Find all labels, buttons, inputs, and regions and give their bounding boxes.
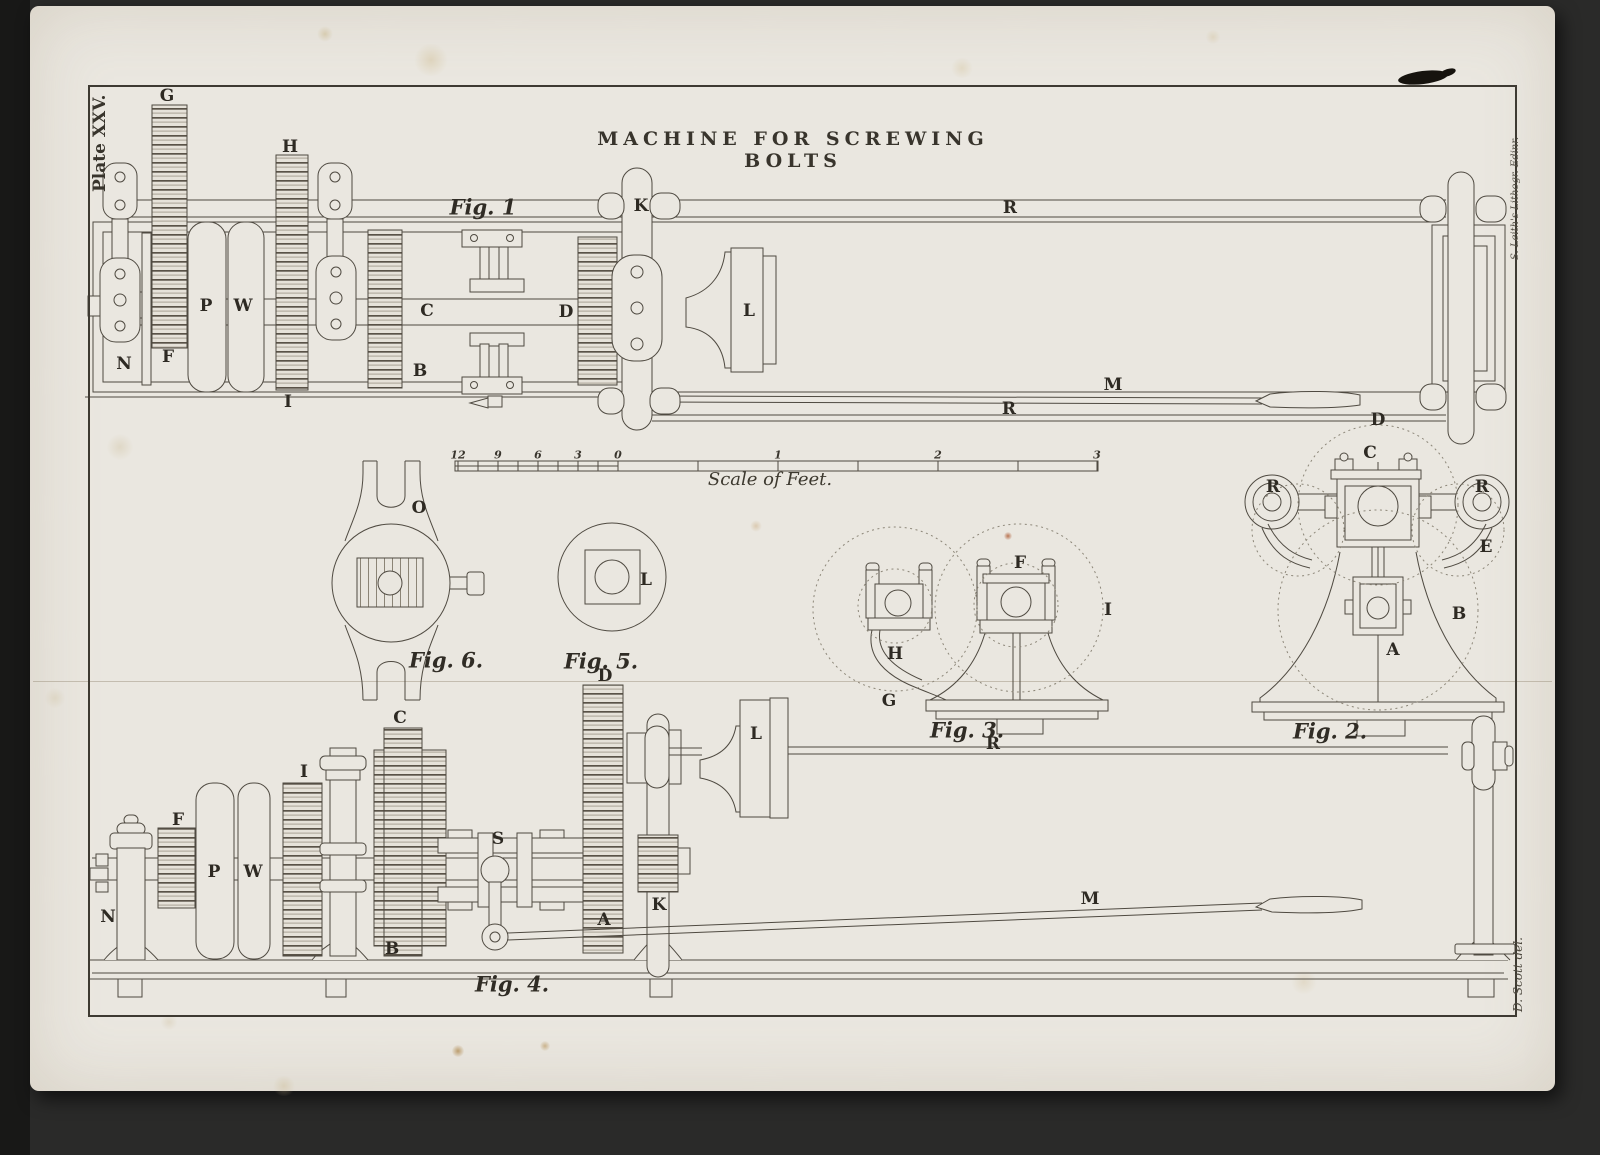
stain <box>272 1076 296 1096</box>
part-label-fig4-A: A <box>597 910 611 930</box>
plate-number: Plate XXV. <box>90 94 110 192</box>
figure-caption-fig6: Fig. 6. <box>408 647 484 673</box>
figure-caption-fig4: Fig. 4. <box>474 971 550 997</box>
part-label-fig3-F: F <box>1013 553 1027 573</box>
part-label-fig2-R: R <box>1474 477 1490 497</box>
stain <box>44 688 66 708</box>
part-label-fig1-R: R <box>1001 399 1017 419</box>
scale-tick-0: 0 <box>614 448 622 462</box>
part-label-fig4-B: B <box>384 939 400 959</box>
stain <box>540 1041 550 1051</box>
part-label-fig4-D: D <box>597 666 613 686</box>
part-label-fig2-A: A <box>1386 640 1400 660</box>
part-label-fig3-G: G <box>881 691 897 711</box>
part-label-fig4-I: I <box>300 762 308 782</box>
part-label-fig1-F: F <box>161 347 175 367</box>
paper-fold-line <box>33 681 1552 682</box>
stain <box>1290 970 1318 994</box>
scale-tick-2: 2 <box>934 448 942 462</box>
figure-caption-fig3: Fig. 3. <box>929 717 1005 743</box>
part-label-fig4-L: L <box>750 724 762 744</box>
part-label-fig1-G: G <box>159 86 175 106</box>
part-label-fig1-H: H <box>281 137 299 157</box>
part-label-fig2-E: E <box>1479 537 1493 557</box>
stain <box>160 1014 178 1030</box>
part-label-fig1-M: M <box>1103 375 1123 395</box>
part-label-fig1-R: R <box>1002 198 1018 218</box>
part-label-fig4-C: C <box>393 708 407 728</box>
lithographer-credit: S. Leith's Lithogr. Edinr. <box>1510 136 1521 260</box>
part-label-fig6-O: O <box>411 498 427 518</box>
stain <box>950 58 974 78</box>
part-label-fig5-L: L <box>640 570 652 590</box>
part-label-fig1-N: N <box>116 354 132 374</box>
part-label-fig4-F: F <box>171 810 185 830</box>
figure-caption-fig5: Fig. 5. <box>563 648 639 674</box>
scale-tick-3: 3 <box>1093 448 1101 462</box>
part-label-fig1-C: C <box>420 301 434 321</box>
part-label-fig4-R: R <box>985 734 1001 754</box>
part-label-fig4-S: S <box>491 829 505 849</box>
scale-tick-6: 6 <box>534 448 542 462</box>
plate-title: MACHINE FOR SCREWING BOLTS <box>597 128 989 172</box>
part-label-fig1-P: P <box>199 296 213 316</box>
part-label-fig1-B: B <box>412 361 428 381</box>
plate-border-frame <box>88 85 1517 1017</box>
part-label-fig4-K: K <box>651 895 667 915</box>
part-label-fig1-K: K <box>633 196 649 216</box>
part-label-fig3-H: H <box>886 644 904 664</box>
part-label-fig3-I: I <box>1104 600 1112 620</box>
stain <box>452 1045 464 1057</box>
stain <box>317 26 333 42</box>
part-label-fig4-M: M <box>1080 889 1100 909</box>
part-label-fig4-N: N <box>100 907 116 927</box>
stain <box>1205 30 1221 44</box>
figure-caption-fig1: Fig. 1 <box>449 194 517 220</box>
scale-tick-1: 1 <box>774 448 782 462</box>
stain <box>413 44 449 76</box>
scale-caption: Scale of Feet. <box>707 469 833 490</box>
scale-tick-9: 9 <box>494 448 502 462</box>
part-label-fig1-D: D <box>558 302 574 322</box>
part-label-fig1-I: I <box>284 392 292 412</box>
part-label-fig1-W: W <box>233 296 253 316</box>
part-label-fig1-L: L <box>743 301 755 321</box>
stain <box>750 520 762 532</box>
part-label-fig4-P: P <box>207 862 221 882</box>
scale-tick-3: 3 <box>574 448 582 462</box>
part-label-fig2-D: D <box>1370 410 1386 430</box>
part-label-fig4-W: W <box>243 862 263 882</box>
stain <box>1004 532 1012 540</box>
part-label-fig2-C: C <box>1363 443 1377 463</box>
part-label-fig2-R: R <box>1265 477 1281 497</box>
stain <box>106 434 134 460</box>
photo-edge-shadow <box>0 0 30 1155</box>
figure-caption-fig2: Fig. 2. <box>1292 718 1368 744</box>
scale-tick-12: 12 <box>450 448 466 462</box>
part-label-fig2-B: B <box>1451 604 1467 624</box>
artist-credit: D. Scott del. <box>1511 937 1525 1012</box>
